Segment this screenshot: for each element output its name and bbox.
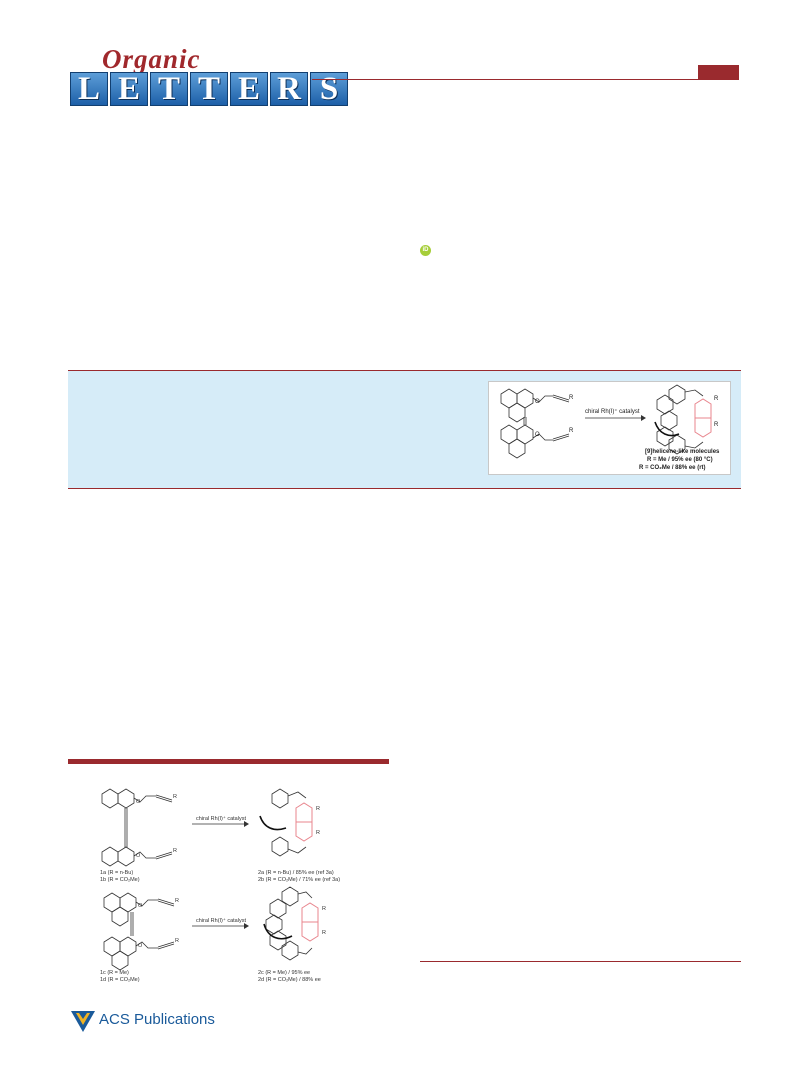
compound-label-2c: 2c (R = Me) / 95% ee — [258, 970, 311, 976]
toc-scheme-drawing — [500, 384, 712, 459]
toc-substituent: R — [569, 395, 574, 401]
toc-substituent: R — [714, 396, 719, 402]
scheme-figure: chiral Rh(I)⁺ catalyst R R O O R R 1a (R… — [90, 780, 370, 990]
compound-label-1b: 1b (R = CO₂Me) — [100, 877, 140, 883]
scheme-substituent: R — [173, 794, 177, 800]
compound-label-1c: 1c (R = Me) — [100, 970, 129, 976]
compound-label-2b: 2b (R = CO₂Me) / 71% ee (ref 3a) — [258, 877, 341, 883]
journal-logo-letter: E — [110, 72, 148, 106]
scheme-oxygen: O — [136, 853, 141, 859]
scheme-substituent: R — [322, 906, 326, 912]
journal-logo-letter: E — [230, 72, 268, 106]
header-tab — [698, 65, 739, 80]
scheme-oxygen: O — [136, 799, 141, 805]
toc-product-title: [9]helicene-like molecules — [645, 449, 720, 455]
scheme-substituent: R — [175, 898, 179, 904]
journal-logo-letter: L — [70, 72, 108, 106]
toc-result: R = CO₂Me / 88% ee (rt) — [639, 465, 706, 471]
publisher-logo: ACS Publications — [70, 1004, 215, 1034]
scheme-oxygen: O — [138, 943, 143, 949]
scheme-oxygen: O — [138, 903, 143, 909]
scheme-substituent: R — [173, 848, 177, 854]
publisher-name: ACS Publications — [99, 1011, 215, 1028]
compound-label-2d: 2d (R = CO₂Me) / 88% ee — [258, 977, 321, 983]
scheme-substituent: R — [322, 930, 326, 936]
scheme-substituent: R — [175, 938, 179, 944]
journal-logo-letter: T — [150, 72, 188, 106]
toc-substituent: R — [569, 428, 574, 434]
journal-logo-tiles: L E T T E R S — [70, 72, 348, 106]
scheme-arrow-label: chiral Rh(I)⁺ catalyst — [196, 816, 246, 822]
toc-substituent: R — [714, 422, 719, 428]
toc-arrow-label: chiral Rh(I)⁺ catalyst — [585, 409, 640, 415]
toc-result: R = Me / 95% ee (80 °C) — [647, 457, 713, 463]
footnote-rule — [420, 961, 741, 962]
toc-graphic: chiral Rh(I)⁺ catalyst R R R R O O [9]he… — [488, 381, 731, 475]
scheme-substituent: R — [316, 830, 320, 836]
scheme-drawing — [101, 788, 319, 971]
scheme-arrow-label: chiral Rh(I)⁺ catalyst — [196, 918, 246, 924]
toc-oxygen: O — [535, 432, 540, 438]
journal-logo-letter: T — [190, 72, 228, 106]
journal-logo-letter: S — [310, 72, 348, 106]
header-rule — [312, 79, 739, 80]
compound-label-1a: 1a (R = n-Bu) — [100, 870, 134, 876]
compound-label-2a: 2a (R = n-Bu) / 85% ee (ref 3a) — [258, 870, 334, 876]
toc-oxygen: O — [535, 399, 540, 405]
orcid-icon[interactable]: iD — [420, 245, 431, 256]
journal-logo-letter: R — [270, 72, 308, 106]
section-bar — [68, 759, 389, 764]
journal-logo: Organic L E T T E R S — [70, 44, 348, 110]
acs-hexagon-icon — [71, 1011, 95, 1032]
scheme-substituent: R — [316, 806, 320, 812]
journal-logo-script: Organic — [102, 44, 201, 74]
compound-label-1d: 1d (R = CO₂Me) — [100, 977, 140, 983]
